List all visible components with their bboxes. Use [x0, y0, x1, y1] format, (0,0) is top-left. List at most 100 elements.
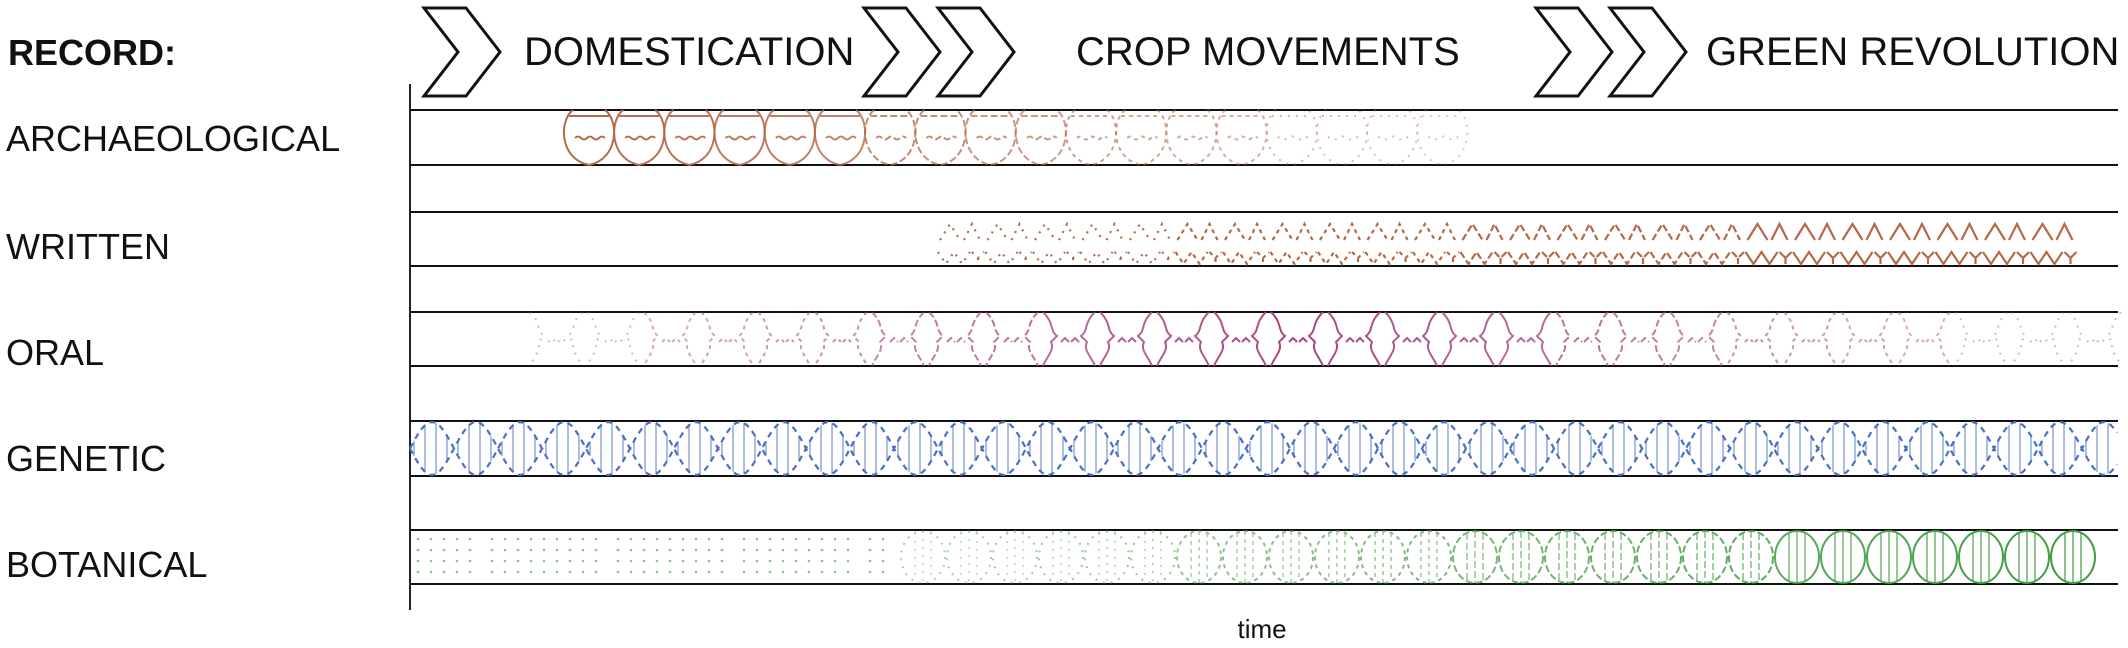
seed-dot: [455, 548, 459, 552]
script-caret: [1960, 221, 1979, 241]
face-profile-right: [1535, 311, 1552, 367]
seed-icon: [1268, 530, 1314, 584]
phase-label-crop-movements: CROP MOVEMENTS: [1076, 30, 1460, 74]
face-profile-right: [1022, 311, 1039, 367]
pot-icon: [914, 109, 967, 167]
seed-dot: [642, 559, 646, 563]
script-caret: [2008, 221, 2026, 241]
seed-dot: [868, 570, 872, 574]
script-y: [1636, 251, 1650, 264]
speech-marks: [1060, 336, 1080, 343]
pot-icon: [1064, 109, 1118, 167]
speech-marks: [1459, 336, 1479, 343]
face-profile-left: [1840, 311, 1857, 367]
script-y: [971, 251, 985, 264]
script-caret: [1461, 221, 1484, 241]
pot-wave: [1076, 135, 1108, 141]
seed-dot: [468, 537, 472, 541]
script-caret: [1248, 221, 1266, 241]
script-caret: [1746, 221, 1769, 241]
seed-dot: [846, 559, 850, 563]
seed-icon: [1682, 530, 1728, 584]
face-icon: [1783, 311, 1837, 367]
speech-marks: [775, 336, 795, 343]
pot-icon: [1115, 109, 1168, 167]
pot-outline: [763, 109, 816, 167]
script-icon: [1222, 221, 1270, 266]
seed-dot: [681, 537, 685, 541]
face-icon: [2068, 311, 2122, 367]
script-wave: [1269, 250, 1304, 266]
face-profile-left: [757, 311, 774, 367]
face-profile-right: [851, 311, 868, 367]
face-profile-right: [1592, 311, 1609, 367]
speech-marks: [1003, 336, 1023, 343]
seed-dot: [768, 559, 772, 563]
seed-dot: [529, 537, 533, 541]
script-wave: [1934, 250, 1969, 266]
face-profile-left: [814, 311, 831, 367]
seed-dot: [503, 537, 507, 541]
seed-dot: [568, 537, 572, 541]
script-wave: [937, 250, 971, 266]
face-profile-right: [1820, 311, 1837, 367]
script-caret: [1628, 221, 1646, 241]
speech-marks: [1402, 336, 1422, 343]
face-icon: [1498, 311, 1552, 367]
seed-dot: [794, 537, 798, 541]
script-wave: [1032, 250, 1066, 266]
script-caret: [939, 221, 961, 241]
seed-dot: [594, 548, 598, 552]
script-icon: [937, 221, 985, 266]
script-y: [1161, 251, 1175, 264]
face-profile-right: [1250, 311, 1267, 367]
seed-dot: [742, 559, 746, 563]
script-caret: [1723, 221, 1741, 241]
face-profile-left: [529, 311, 546, 367]
seed-dot: [720, 570, 724, 574]
seed-dot: [807, 537, 811, 541]
script-icon: [984, 221, 1033, 266]
seed-dot: [668, 559, 672, 563]
face-icon: [871, 311, 925, 367]
speech-marks: [1345, 336, 1365, 343]
speech-marks: [889, 336, 909, 343]
seed-dot: [655, 548, 659, 552]
script-wave: [1317, 250, 1351, 266]
seed-dot: [442, 548, 446, 552]
script-y: [1303, 251, 1318, 264]
script-caret: [1295, 221, 1314, 241]
script-y: [1873, 251, 1888, 264]
face-profile-left: [871, 311, 888, 367]
face-profile-right: [1934, 311, 1951, 367]
face-profile-left: [586, 311, 603, 367]
script-caret: [1485, 221, 1504, 241]
face-profile-left: [1099, 311, 1116, 367]
chevron-arrow-icon: [1606, 6, 1688, 98]
chevron-arrow-icon: [934, 6, 1016, 98]
seed-dot: [781, 548, 785, 552]
pot-outline: [1315, 109, 1369, 167]
script-wave: [1649, 250, 1684, 266]
script-caret: [1818, 221, 1836, 241]
seed-dot: [694, 559, 698, 563]
face-profile-left: [1897, 311, 1914, 367]
script-icon: [1364, 221, 1413, 266]
seed-dot: [642, 537, 646, 541]
seed-dot: [755, 570, 759, 574]
seed-dot: [881, 537, 885, 541]
seed-dot: [807, 570, 811, 574]
seed-dot: [807, 559, 811, 563]
seed-dot: [468, 570, 472, 574]
pot-icon: [1315, 109, 1369, 167]
script-y: [1493, 251, 1508, 264]
pot-outline: [1064, 109, 1118, 167]
script-y: [1778, 251, 1793, 264]
script-icon: [1697, 221, 1745, 266]
script-icon: [1982, 221, 2030, 266]
seed-dot: [629, 548, 633, 552]
face-profile-right: [1478, 311, 1495, 367]
seed-outline: [946, 530, 992, 584]
row-label-genetic: GENETIC: [6, 438, 167, 479]
script-caret: [1913, 221, 1931, 241]
